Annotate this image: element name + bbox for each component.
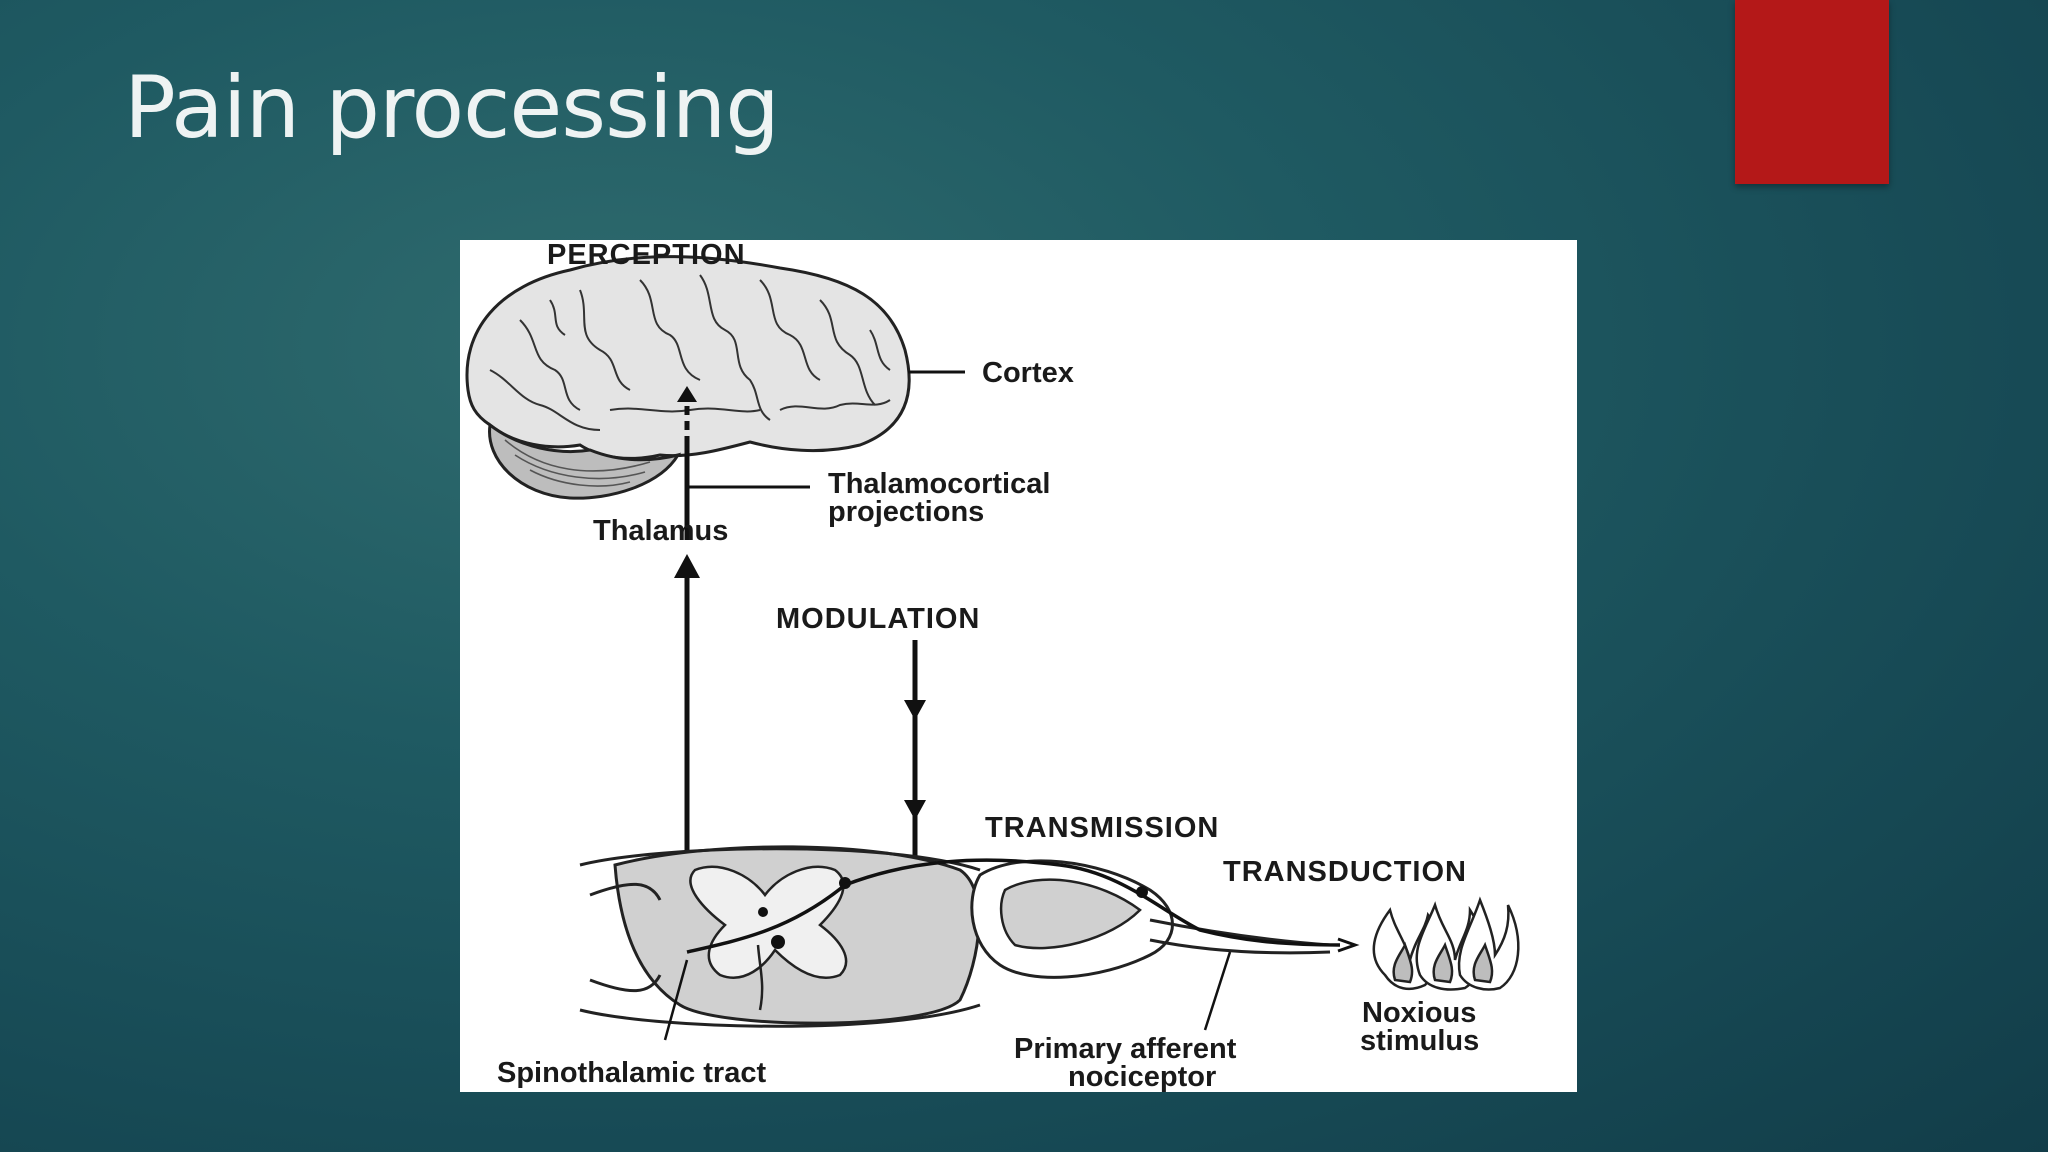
primary-afferent-leader-line xyxy=(1203,951,1232,1031)
cortex-label: Cortex xyxy=(982,357,1074,389)
transmission-label: TRANSMISSION xyxy=(985,812,1219,844)
pain-pathway-figure: PERCEPTION Cortex Thalamocortical projec… xyxy=(460,240,1577,1092)
ascending-arrowhead xyxy=(674,554,700,578)
thalamus-label: Thalamus xyxy=(593,515,728,547)
noxious-stimulus-label-line2: stimulus xyxy=(1360,1025,1479,1057)
perception-label: PERCEPTION xyxy=(547,240,746,271)
brain-illustration xyxy=(465,255,911,500)
spinothalamic-label: Spinothalamic tract xyxy=(497,1057,766,1089)
nociceptor-fiber xyxy=(686,858,1341,954)
slide-title: Pain processing xyxy=(124,58,780,158)
primary-afferent-label-line2: nociceptor xyxy=(1068,1061,1216,1092)
pain-pathway-diagram: PERCEPTION Cortex Thalamocortical projec… xyxy=(465,240,1520,1092)
stimulus-arrowhead xyxy=(1337,937,1360,953)
primary-afferent-label-line1: Primary afferent xyxy=(1014,1033,1237,1065)
modulation-arrowhead-2 xyxy=(904,800,926,820)
thalamocortical-arrowhead xyxy=(677,386,697,402)
modulation-arrowhead-1 xyxy=(904,700,926,720)
thalamocortical-label-line1: Thalamocortical xyxy=(828,468,1050,500)
spinothalamic-leader-line xyxy=(663,959,689,1041)
noxious-stimulus-label-line1: Noxious xyxy=(1362,997,1476,1029)
accent-block xyxy=(1735,0,1889,184)
modulation-label: MODULATION xyxy=(776,603,980,635)
spinal-cord-illustration xyxy=(579,845,1331,1028)
transduction-label: TRANSDUCTION xyxy=(1223,856,1467,888)
thalamocortical-label-line2: projections xyxy=(828,496,984,528)
flame-icon xyxy=(1372,896,1520,991)
